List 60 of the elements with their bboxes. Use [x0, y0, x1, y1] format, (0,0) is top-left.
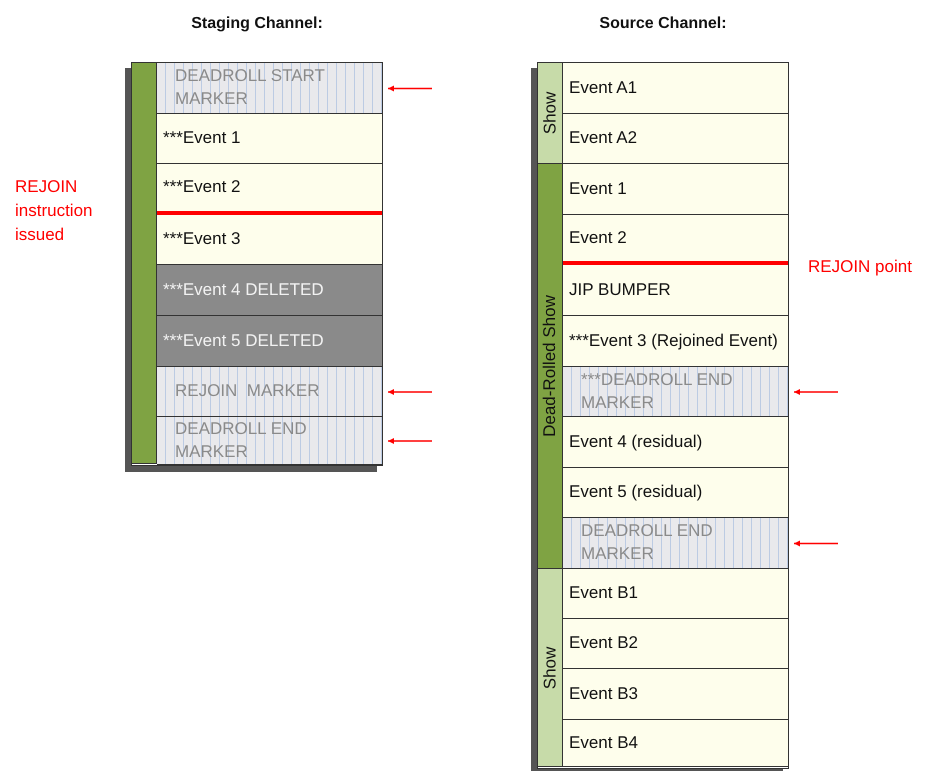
event-row: [563, 669, 788, 720]
event-row: [563, 468, 788, 518]
event-row: [563, 215, 788, 265]
row-label: ***Event 1: [163, 127, 240, 150]
row-label: Event B2: [569, 632, 638, 654]
row-label: Event B1: [569, 582, 638, 604]
show-band: [538, 63, 563, 164]
show-band: [132, 63, 157, 464]
annotation: REJOIN instruction issued: [15, 176, 94, 246]
row-label: DEADROLL END MARKER: [581, 520, 714, 565]
row-label: Event A1: [569, 76, 638, 99]
event-row: [563, 316, 788, 367]
event-row: [563, 164, 788, 215]
row-label: ***Event 3: [163, 228, 240, 250]
row-label: Event A2: [569, 127, 638, 150]
event-row: [563, 720, 788, 767]
row-label: Event 4 (residual): [569, 430, 702, 453]
band-label: Show: [540, 92, 560, 134]
row-label: Event 2: [569, 226, 627, 249]
event-row: [563, 417, 788, 468]
row-label: JIP BUMPER: [569, 278, 671, 301]
arrow: [388, 389, 432, 395]
row-label: ***Event 2: [163, 176, 240, 198]
annotation: REJOIN point: [808, 256, 913, 278]
column-heading: Source Channel:: [598, 15, 728, 33]
row-label: Event 5 (residual): [569, 481, 702, 504]
row-label: DEADROLL END MARKER: [175, 418, 308, 462]
event-row: [157, 164, 382, 215]
row-label: Event B4: [569, 732, 638, 754]
marker-row: [563, 367, 788, 417]
event-row: [563, 114, 788, 164]
arrow: [794, 389, 838, 395]
deleted-event-row: [157, 265, 382, 316]
event-row: [157, 114, 382, 164]
event-row: [157, 215, 382, 265]
deleted-event-row: [157, 316, 382, 367]
event-row: [563, 569, 788, 619]
band-label: Dead-Rolled Show: [540, 295, 560, 437]
event-row: [563, 619, 788, 669]
row-label: REJOIN MARKER: [175, 380, 320, 402]
row-label: ***Event 5 DELETED: [163, 330, 324, 352]
show-band: [538, 164, 563, 569]
arrow: [388, 86, 432, 92]
row-label: Event B3: [569, 682, 638, 705]
arrow: [388, 438, 432, 444]
band-label: Show: [540, 646, 560, 689]
marker-row: [157, 63, 382, 114]
row-label: Event 1: [569, 178, 627, 200]
marker-row: [563, 518, 788, 569]
show-band: [538, 569, 563, 767]
event-row: [563, 63, 788, 114]
row-label: ***Event 3 (Rejoined Event): [569, 330, 778, 352]
marker-row: [157, 367, 382, 417]
arrow: [794, 540, 838, 546]
row-label: DEADROLL START MARKER: [175, 65, 326, 110]
marker-row: [157, 417, 382, 465]
row-label: ***Event 4 DELETED: [163, 278, 324, 301]
event-row: [563, 265, 788, 316]
column-heading: Staging Channel:: [190, 15, 324, 33]
row-label: ***DEADROLL END MARKER: [581, 368, 734, 414]
